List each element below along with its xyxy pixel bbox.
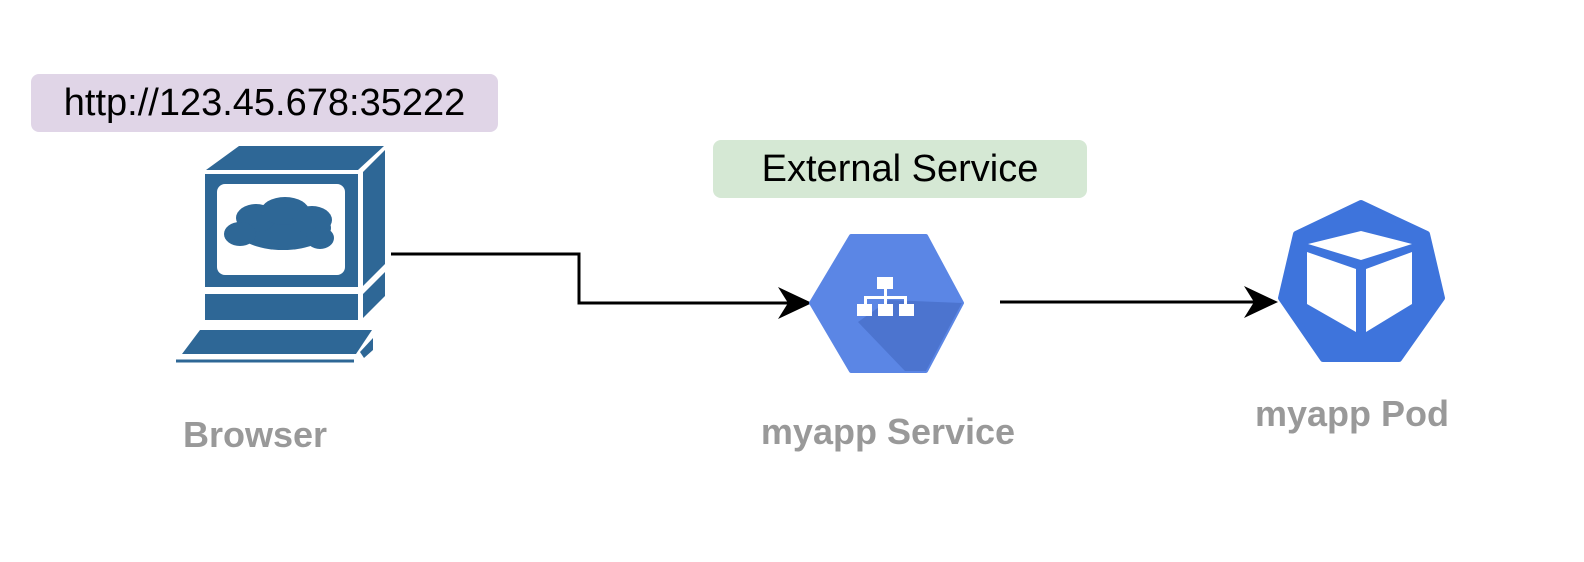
url-text: http://123.45.678:35222 [63,81,466,124]
kubernetes-pod-icon [1278,200,1445,362]
service-type-text: External Service [761,147,1039,190]
cloud-icon [224,197,334,250]
url-tag: http://123.45.678:35222 [31,74,498,132]
arrowhead-icon [778,287,812,319]
browser-computer-icon [176,146,385,363]
browser-node-label: Browser [182,414,328,455]
service-node-label: myapp Service [760,411,1016,452]
edge-service-to-pod [1000,286,1278,318]
service-type-tag: External Service [713,140,1087,198]
edge-browser-to-service [391,252,812,319]
load-balancer-service-icon [809,234,964,373]
arrowhead-icon [1244,286,1278,318]
pod-node-label: myapp Pod [1254,393,1450,434]
